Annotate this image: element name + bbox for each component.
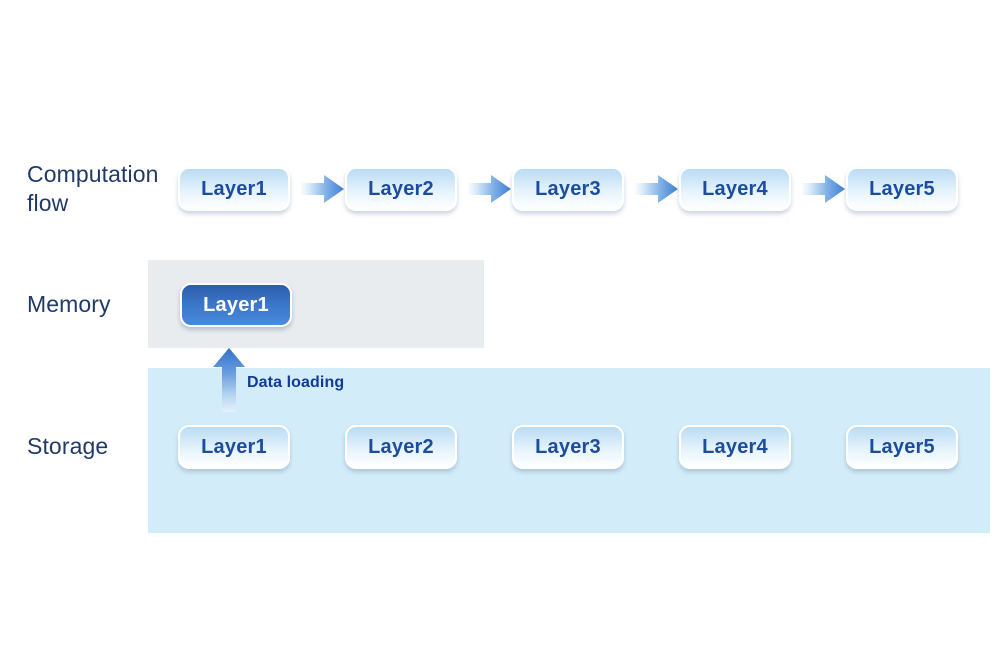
arrow-up-icon — [212, 348, 246, 412]
storage-chip-layer5[interactable]: Layer5 — [846, 425, 958, 469]
arrow-right-icon — [300, 174, 344, 204]
chip-label: Layer4 — [702, 435, 768, 458]
computation-chip-layer2[interactable]: Layer2 — [345, 167, 457, 211]
computation-chip-layer1[interactable]: Layer1 — [178, 167, 290, 211]
chip-label: Layer5 — [869, 177, 935, 200]
chip-label: Layer4 — [702, 177, 768, 200]
chip-label: Layer1 — [201, 435, 267, 458]
computation-chip-layer4[interactable]: Layer4 — [679, 167, 791, 211]
arrow-right-icon — [634, 174, 678, 204]
computation-chip-layer5[interactable]: Layer5 — [846, 167, 958, 211]
chip-label: Layer1 — [203, 293, 269, 316]
arrow-right-icon — [801, 174, 845, 204]
storage-chip-layer3[interactable]: Layer3 — [512, 425, 624, 469]
chip-label: Layer5 — [869, 435, 935, 458]
row-label-storage: Storage — [27, 433, 109, 459]
chip-label: Layer2 — [368, 435, 434, 458]
storage-chip-layer1[interactable]: Layer1 — [178, 425, 290, 469]
computation-chip-layer3[interactable]: Layer3 — [512, 167, 624, 211]
chip-label: Layer3 — [535, 435, 601, 458]
storage-chip-layer4[interactable]: Layer4 — [679, 425, 791, 469]
arrow-right-icon — [467, 174, 511, 204]
data-loading-label: Data loading — [247, 374, 345, 391]
chip-label: Layer1 — [201, 177, 267, 200]
memory-chip-layer1[interactable]: Layer1 — [180, 283, 292, 327]
row-label-memory: Memory — [27, 291, 111, 317]
chip-label: Layer2 — [368, 177, 434, 200]
row-label-computation-flow: Computation flow — [27, 161, 159, 216]
chip-label: Layer3 — [535, 177, 601, 200]
storage-chip-layer2[interactable]: Layer2 — [345, 425, 457, 469]
